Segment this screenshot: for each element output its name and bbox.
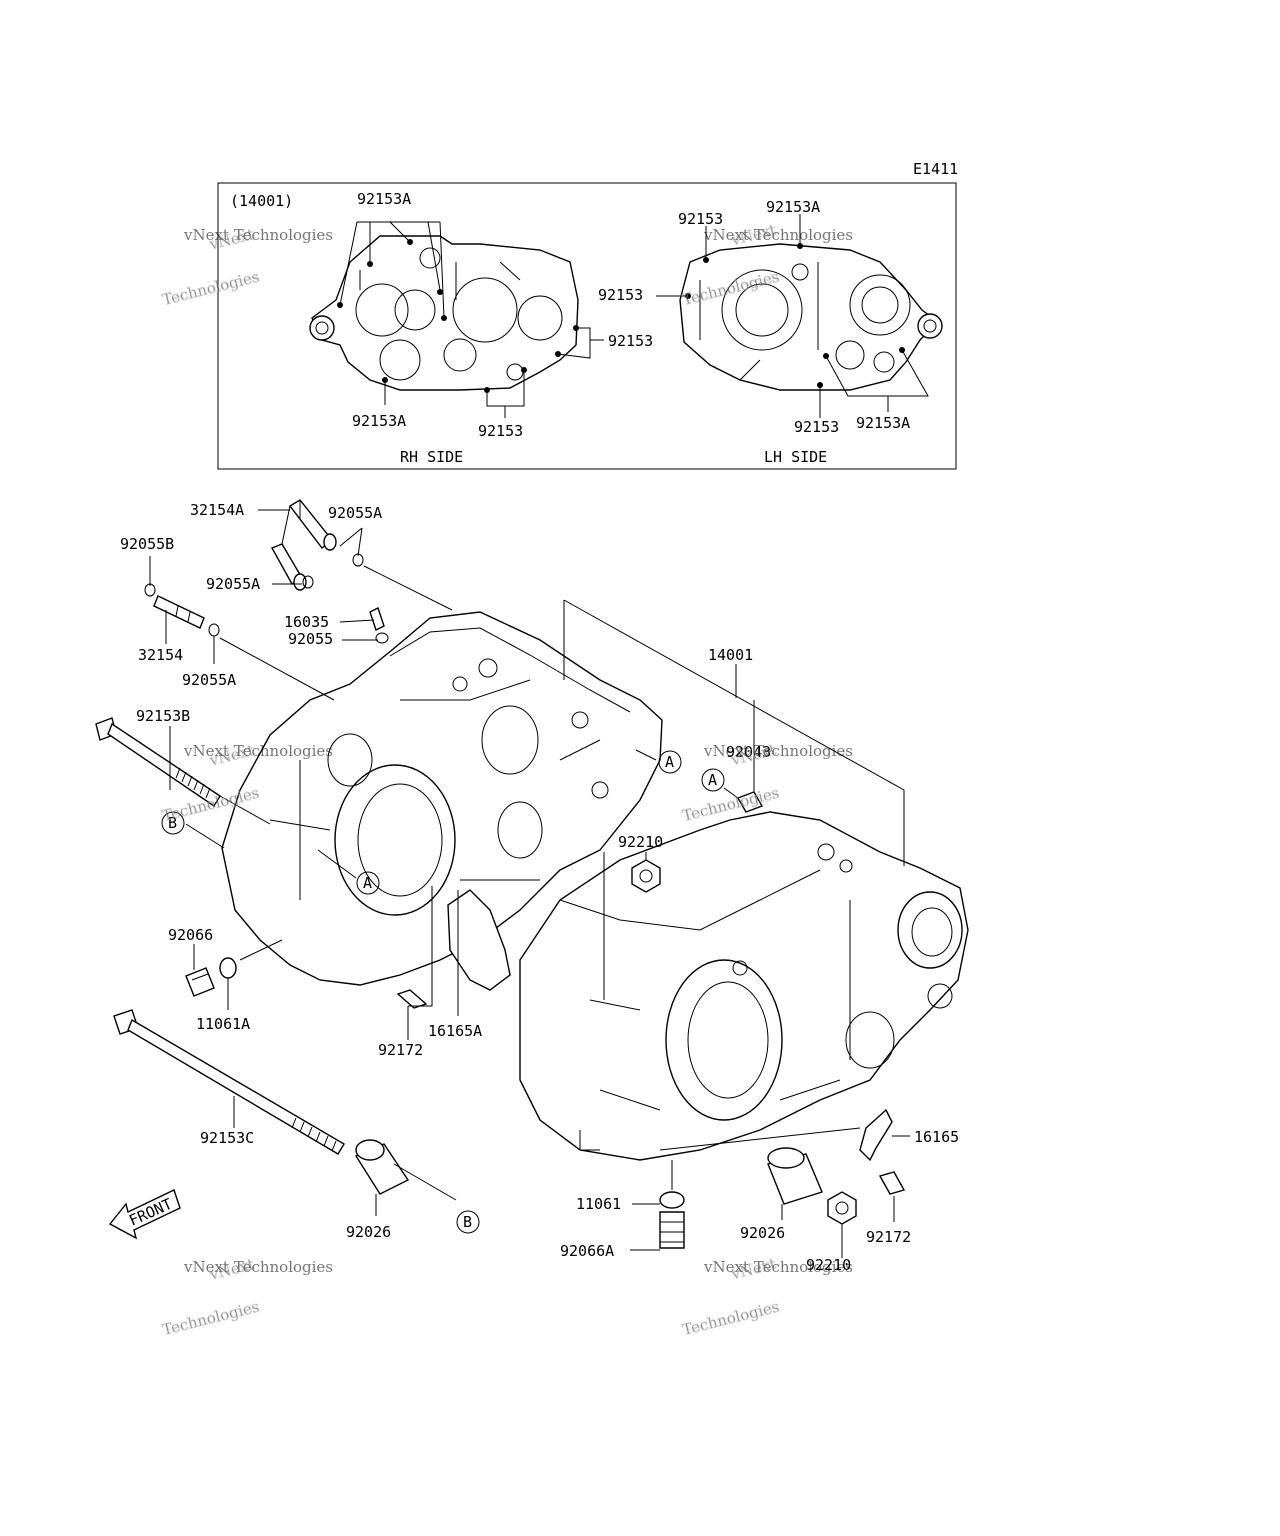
o-ring-92055A-b bbox=[302, 575, 314, 589]
label-92026-right: 92026 bbox=[740, 1224, 785, 1242]
label-16165A: 16165A bbox=[428, 1022, 482, 1040]
front-label: FRONT bbox=[126, 1195, 175, 1230]
marker-a-1 bbox=[658, 750, 682, 774]
bolt-92172-lower bbox=[878, 1171, 906, 1195]
svg-text:A: A bbox=[665, 753, 674, 771]
label-92153C: 92153C bbox=[200, 1129, 254, 1147]
svg-text:vNext Technologies: vNext Technologies bbox=[183, 1258, 333, 1276]
front-arrow-icon: FRONT bbox=[108, 1189, 181, 1240]
watermark-6: vNext vNext Technologies Technologies bbox=[680, 1254, 853, 1339]
label-92066A: 92066A bbox=[560, 1242, 614, 1260]
part-labels: 32154A 92055A 92055B 92055A 16035 92055 … bbox=[120, 501, 959, 1274]
label-11061A: 11061A bbox=[196, 1015, 250, 1033]
svg-text:vNext Technologies: vNext Technologies bbox=[183, 742, 333, 760]
plate-16165A bbox=[447, 889, 511, 991]
svg-text:A: A bbox=[363, 874, 372, 892]
label-92055A-a: 92055A bbox=[328, 504, 382, 522]
svg-text:vNext Technologies: vNext Technologies bbox=[703, 742, 853, 760]
label-92055A-c: 92055A bbox=[182, 671, 236, 689]
o-ring-92055 bbox=[375, 632, 389, 644]
marker-b-1 bbox=[161, 811, 185, 835]
collar-92026-left bbox=[354, 1139, 410, 1195]
washer-11061 bbox=[659, 1191, 685, 1209]
dowel-92043 bbox=[736, 791, 764, 813]
svg-text:A: A bbox=[708, 771, 717, 789]
rh-callout-bottom-left: 92153A bbox=[352, 412, 406, 430]
svg-text:Technologies: Technologies bbox=[680, 1298, 781, 1339]
label-92172-lower: 92172 bbox=[866, 1228, 911, 1246]
plate-16165 bbox=[859, 1108, 893, 1162]
label-92043: 92043 bbox=[726, 743, 771, 761]
rh-callout-right: 92153 bbox=[608, 332, 653, 350]
svg-text:Technologies: Technologies bbox=[160, 268, 261, 309]
fitting-16035 bbox=[369, 607, 385, 631]
inset-panel: (14001) RH SIDE LH SIDE bbox=[217, 182, 957, 470]
o-ring-92055A-c bbox=[208, 623, 220, 637]
bolt-92172-upper bbox=[396, 989, 428, 1009]
label-11061: 11061 bbox=[576, 1195, 621, 1213]
label-92026-left: 92026 bbox=[346, 1223, 391, 1241]
lh-callout-bottom-right: 92153A bbox=[856, 414, 910, 432]
rh-callout-bottom: 92153 bbox=[478, 422, 523, 440]
label-32154A: 32154A bbox=[190, 501, 244, 519]
bolt-92153B bbox=[95, 717, 221, 807]
lh-callout-bottom: 92153 bbox=[794, 418, 839, 436]
label-92066: 92066 bbox=[168, 926, 213, 944]
svg-text:vNext Technologies: vNext Technologies bbox=[703, 1258, 853, 1276]
label-92153B: 92153B bbox=[136, 707, 190, 725]
label-14001: 14001 bbox=[708, 646, 753, 664]
bolt-92153C bbox=[113, 1009, 345, 1155]
inset-rh-side-label: RH SIDE bbox=[400, 448, 463, 466]
plug-92066 bbox=[185, 967, 215, 997]
plug-92066A bbox=[659, 1211, 685, 1249]
label-92172-upper: 92172 bbox=[378, 1041, 423, 1059]
watermark-5: vNext vNext Technologies Technologies bbox=[160, 1255, 333, 1340]
lh-callout-left: 92153 bbox=[598, 286, 643, 304]
crankcase-right-half bbox=[221, 611, 663, 986]
svg-text:vNext Technologies: vNext Technologies bbox=[703, 226, 853, 244]
pipe-32154A bbox=[271, 499, 337, 591]
leader-lines bbox=[149, 509, 910, 1258]
lh-side-case bbox=[679, 243, 943, 391]
rh-callout-top: 92153A bbox=[357, 190, 411, 208]
rh-side-case bbox=[309, 235, 579, 393]
inset-group-ref: (14001) bbox=[230, 192, 293, 210]
label-92055B: 92055B bbox=[120, 535, 174, 553]
watermark-1: vNext vNext Technologies Technologies bbox=[160, 225, 333, 310]
svg-text:B: B bbox=[168, 814, 177, 832]
nut-92210-lower bbox=[827, 1191, 857, 1225]
lh-callout-top: 92153A bbox=[766, 198, 820, 216]
pipe-32154 bbox=[153, 595, 205, 629]
label-16035: 16035 bbox=[284, 613, 329, 631]
marker-b-2 bbox=[456, 1210, 480, 1234]
label-92210-upper: 92210 bbox=[618, 833, 663, 851]
label-92210-lower: 92210 bbox=[806, 1256, 851, 1274]
svg-text:B: B bbox=[463, 1213, 472, 1231]
svg-text:Technologies: Technologies bbox=[160, 1298, 261, 1339]
crankcase-left-half bbox=[519, 811, 969, 1161]
label-92055A-b: 92055A bbox=[206, 575, 260, 593]
marker-a-3 bbox=[356, 871, 380, 895]
lh-callout-top-left: 92153 bbox=[678, 210, 723, 228]
label-32154: 32154 bbox=[138, 646, 183, 664]
diagram-id: E1411 bbox=[913, 160, 958, 178]
inset-lh-side-label: LH SIDE bbox=[764, 448, 827, 466]
washer-11061A bbox=[219, 957, 237, 979]
label-92055: 92055 bbox=[288, 630, 333, 648]
collar-92026-right bbox=[767, 1147, 823, 1205]
nut-92210-upper bbox=[631, 859, 661, 893]
reference-markers: A A A B B bbox=[161, 749, 739, 1234]
svg-text:vNext Technologies: vNext Technologies bbox=[183, 226, 333, 244]
label-16165: 16165 bbox=[914, 1128, 959, 1146]
marker-a-2 bbox=[701, 768, 725, 792]
